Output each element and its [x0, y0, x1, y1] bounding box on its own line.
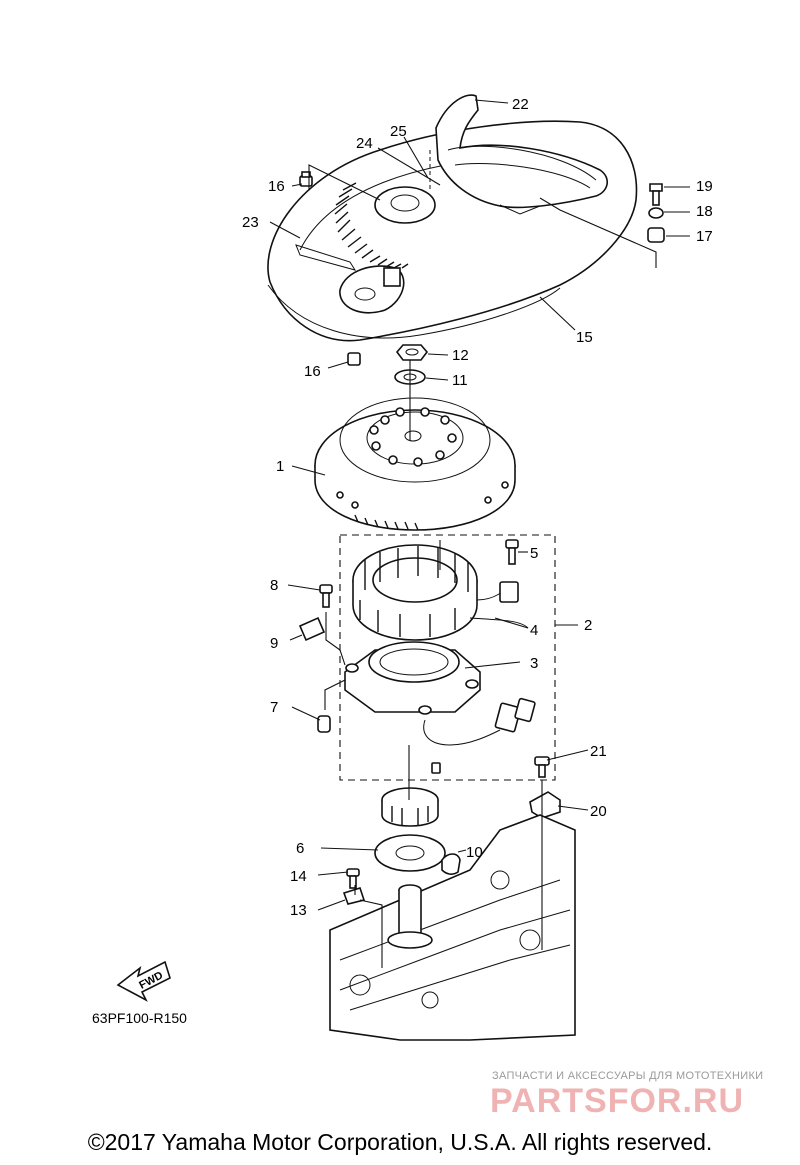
callout-8: 8 [270, 577, 278, 594]
watermark-logo: PARTSFOR.RU [490, 1082, 745, 1120]
flywheel-nut [395, 344, 429, 361]
callout-4: 4 [530, 622, 538, 639]
screw-5 [505, 539, 519, 565]
callout-13: 13 [290, 902, 307, 919]
grommet-16-lower [347, 352, 361, 366]
callout-3: 3 [530, 655, 538, 672]
fwd-arrow: FWD [116, 960, 171, 1002]
intake-silencer [435, 94, 608, 215]
callout-12: 12 [452, 347, 469, 364]
callout-14: 14 [290, 868, 307, 885]
drive-hub [381, 787, 439, 827]
callout-7: 7 [270, 699, 278, 716]
callout-18: 18 [696, 203, 713, 220]
bolt-8 [319, 584, 333, 608]
collar-7 [317, 715, 331, 733]
callout-labels: 22 25 24 16 19 18 17 23 15 16 12 11 1 5 … [242, 96, 713, 919]
bolt-14 [346, 868, 360, 889]
copyright-notice: ©2017 Yamaha Motor Corporation, U.S.A. A… [87, 1129, 713, 1155]
callout-16-lower: 16 [304, 363, 321, 380]
bracket-13 [342, 887, 366, 905]
stator-coil [352, 544, 529, 641]
bolt-19 [649, 183, 663, 206]
callout-17: 17 [696, 228, 713, 245]
callout-15: 15 [576, 329, 593, 346]
callout-10: 10 [466, 844, 483, 861]
callout-1: 1 [276, 458, 284, 475]
alignment-lines [308, 150, 657, 968]
callout-24: 24 [356, 135, 373, 152]
screw-small-base [431, 762, 441, 774]
fwd-label: FWD [137, 969, 165, 991]
callout-22: 22 [512, 96, 529, 113]
flywheel-holes [336, 407, 509, 509]
woodruff-key-10 [441, 853, 461, 875]
diagram-code: 63PF100-R150 [92, 1010, 187, 1026]
washer-18 [648, 207, 664, 219]
watermark-tagline: ЗАПЧАСТИ И АКСЕССУАРЫ ДЛЯ МОТОТЕХНИКИ [492, 1070, 764, 1082]
leader-lines [269, 99, 690, 911]
callout-21: 21 [590, 743, 607, 760]
plate-6 [374, 834, 446, 872]
callout-23: 23 [242, 214, 259, 231]
callout-20: 20 [590, 803, 607, 820]
callout-16-upper: 16 [268, 178, 285, 195]
powerhead-block [329, 814, 576, 1041]
bolt-21 [534, 756, 550, 778]
callout-25: 25 [390, 123, 407, 140]
callout-19: 19 [696, 178, 713, 195]
callout-9: 9 [270, 635, 278, 652]
plate-9 [298, 616, 326, 642]
holder-20 [529, 791, 561, 819]
callout-2: 2 [584, 617, 592, 634]
cover-vent-louvers [334, 182, 409, 269]
callout-11: 11 [452, 372, 468, 389]
grommet-17 [647, 227, 665, 243]
stator-base [344, 641, 536, 746]
callout-6: 6 [296, 840, 304, 857]
callout-5: 5 [530, 545, 538, 562]
stator-assembly-group [339, 534, 578, 781]
flywheel-magneto [314, 397, 516, 531]
